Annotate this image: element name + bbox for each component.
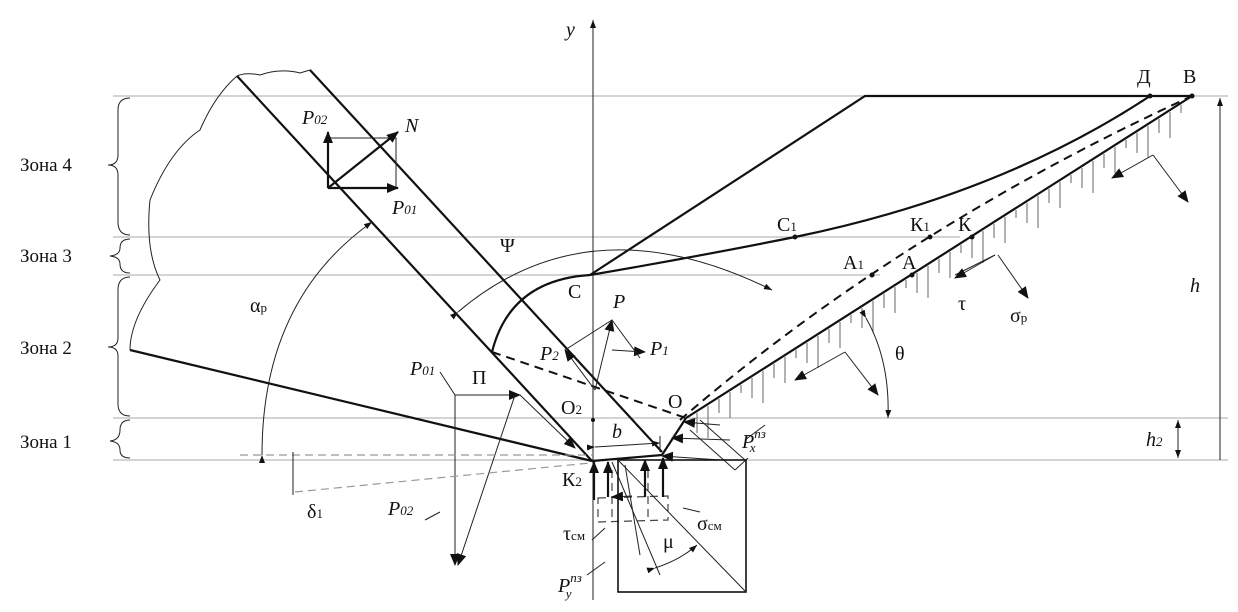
angle-mu-arc — [646, 544, 698, 574]
shear-stress-arrows — [794, 154, 1189, 396]
shear-hatching — [696, 105, 1182, 438]
y-axis-label: y — [564, 19, 575, 41]
dim-b-label: b — [612, 421, 622, 443]
angle-theta-label: θ — [895, 343, 905, 365]
angle-mu-label: μ — [663, 531, 674, 553]
tau-cm-label: τсм — [563, 523, 585, 545]
force-P01-top-label: P01 — [391, 197, 417, 219]
force-P-label: P — [612, 291, 625, 313]
point-K-label: К — [958, 214, 972, 236]
force-P02-top-label: P02 — [301, 107, 328, 129]
point-A1-label: А1 — [843, 252, 864, 274]
tool-force-diagram — [323, 131, 399, 193]
chip — [490, 94, 1193, 463]
angle-alpha-arc — [258, 221, 373, 464]
point-D-label: Д — [1137, 66, 1151, 88]
point-A-label: А — [902, 252, 917, 274]
zone-4-label: Зона 4 — [20, 155, 72, 176]
angle-psi-arc — [449, 249, 773, 320]
flank-force-diagram — [240, 371, 592, 566]
zone-1-label: Зона 1 — [20, 432, 72, 453]
point-C-label: С — [568, 281, 581, 303]
angle-psi-label: Ψ — [500, 235, 515, 257]
zone-3-label: Зона 3 — [20, 246, 72, 267]
force-P1-label: P1 — [649, 338, 669, 360]
force-P02-label: P02 — [387, 498, 414, 520]
point-B-label: В — [1183, 66, 1196, 88]
tau-label: τ — [958, 293, 966, 315]
resultant-force-diagram — [564, 319, 646, 391]
point-C1-label: С1 — [777, 214, 797, 236]
sigma-label: σр — [1010, 305, 1027, 327]
point-P-label: П — [472, 367, 486, 389]
point-O2-label: О2 — [561, 397, 582, 419]
force-N-label: N — [404, 115, 420, 137]
dim-h-label: h — [1190, 275, 1200, 297]
reaction-box — [617, 459, 747, 593]
point-K1-label: К1 — [910, 214, 930, 236]
angle-delta-label: δ1 — [307, 501, 323, 523]
point-K2-label: К2 — [562, 469, 582, 491]
point-markers — [591, 93, 1195, 422]
reaction-box-diagonal — [617, 459, 747, 593]
point-O-label: О — [668, 391, 682, 413]
force-P01-label: P01 — [409, 358, 435, 380]
zone-braces — [107, 97, 131, 459]
tool — [129, 69, 663, 463]
dim-h2-label: h2 — [1146, 429, 1163, 451]
zone-2-label: Зона 2 — [20, 338, 72, 359]
force-P2-label: P2 — [539, 343, 559, 365]
angle-theta-arc — [859, 309, 892, 419]
sigma-cm-label: σсм — [697, 513, 722, 535]
contact-zone — [586, 417, 766, 576]
angle-alpha-label: αр — [250, 295, 267, 317]
